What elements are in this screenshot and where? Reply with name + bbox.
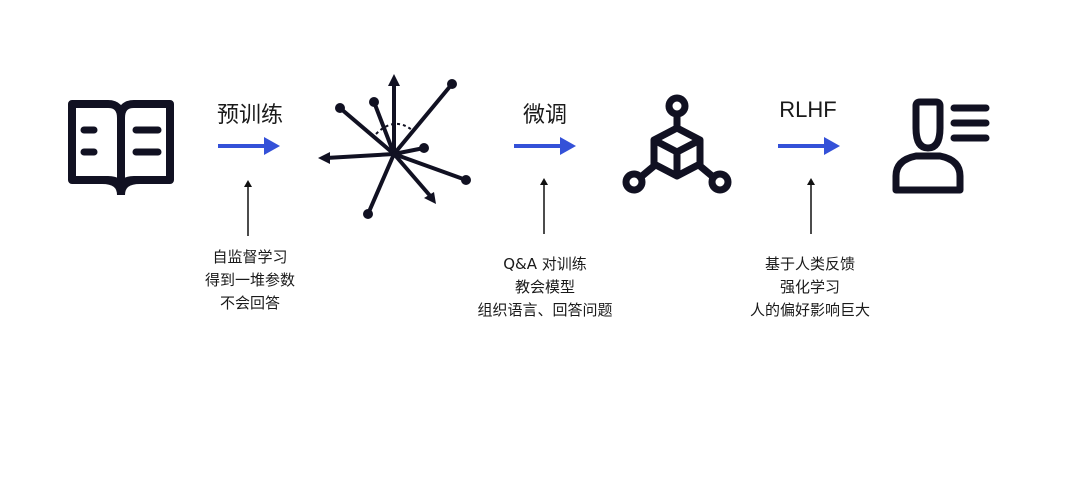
- stage-label-finetuning: 微调: [522, 103, 567, 128]
- pointer-up-arrow: [807, 178, 815, 234]
- stage-label-pretraining: 预训练: [216, 103, 283, 128]
- stage-label-rlhf: RLHF: [779, 97, 837, 122]
- description-line: Q&A 对训练: [503, 255, 587, 273]
- stage-description-finetuning: Q&A 对训练 教会模型 组织语言、回答问题: [455, 253, 635, 322]
- description-line: 不会回答: [219, 294, 280, 312]
- description-line: 基于人类反馈: [764, 255, 855, 273]
- arrow-right-icon: [778, 137, 840, 155]
- description-line: 自监督学习: [212, 248, 288, 266]
- user-profile-icon: [892, 98, 990, 194]
- pointer-up-arrow: [244, 180, 252, 236]
- arrow-right-icon: [514, 137, 576, 155]
- description-line: 教会模型: [514, 278, 575, 296]
- description-line: 强化学习: [779, 278, 840, 296]
- pointer-up-arrow: [540, 178, 548, 234]
- arrow-right-icon: [218, 137, 280, 155]
- stage-description-pretraining: 自监督学习 得到一堆参数 不会回答: [180, 246, 320, 315]
- book-icon: [68, 100, 174, 196]
- network-cube-icon: [622, 94, 732, 194]
- description-line: 人的偏好影响巨大: [749, 301, 870, 319]
- description-line: 得到一堆参数: [204, 271, 295, 289]
- vector-burst-icon: [318, 74, 471, 219]
- description-line: 组织语言、回答问题: [477, 301, 613, 319]
- stage-description-rlhf: 基于人类反馈 强化学习 人的偏好影响巨大: [725, 253, 895, 322]
